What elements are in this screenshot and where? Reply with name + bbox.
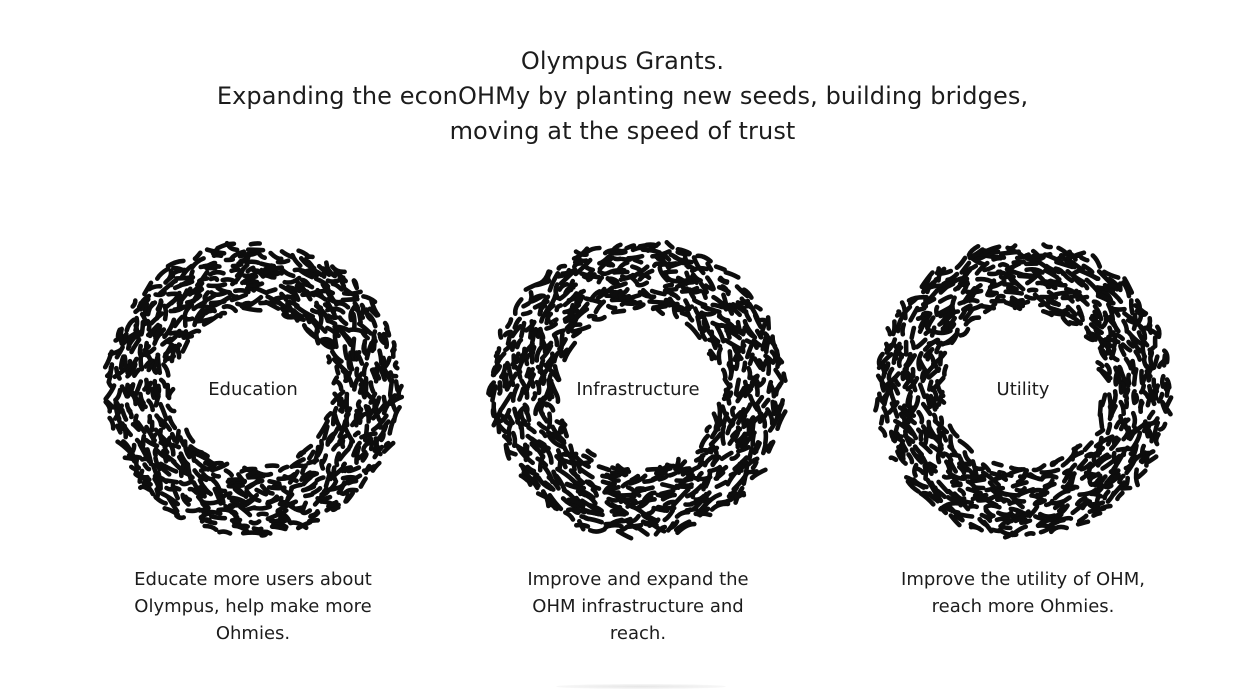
coral-pattern — [873, 242, 1174, 540]
grant-label-infrastructure: Infrastructure — [576, 378, 700, 400]
coral-pattern — [486, 240, 788, 541]
description-line: OHM infrastructure and — [532, 596, 744, 617]
grant-card-education[interactable]: Education Educate more users about Olymp… — [100, 236, 406, 644]
coral-ring-icon — [873, 242, 1174, 540]
coral-ring-icon — [102, 240, 405, 538]
hero-subtitle-line-2: moving at the speed of trust — [449, 117, 796, 145]
hero-subtitle-line-1: Expanding the econOHMy by planting new s… — [216, 82, 1029, 110]
description-line: Ohmies. — [215, 623, 291, 644]
grant-label-education: Education — [208, 378, 298, 400]
grant-ring-education: Education — [100, 236, 406, 542]
grant-description-infrastructure: Improve and expand the OHM infrastructur… — [465, 566, 811, 647]
coral-pattern — [102, 240, 405, 538]
description-line: reach. — [609, 623, 667, 644]
grant-card-infrastructure[interactable]: Infrastructure Improve and expand the OH… — [485, 236, 791, 644]
description-line: Improve the utility of OHM, — [901, 569, 1145, 590]
hero-title: Olympus Grants. — [520, 47, 725, 75]
description-line: Educate more users about — [134, 569, 372, 590]
grant-ring-utility: Utility — [870, 236, 1176, 542]
grant-description-utility: Improve the utility of OHM, reach more O… — [850, 566, 1196, 620]
hero-heading: Olympus Grants. Expanding the econOHMy b… — [0, 44, 1245, 149]
description-line: reach more Ohmies. — [931, 596, 1115, 617]
description-line: Improve and expand the — [527, 569, 749, 590]
grant-ring-infrastructure: Infrastructure — [485, 236, 791, 542]
grant-label-utility: Utility — [996, 378, 1050, 400]
grant-card-utility[interactable]: Utility Improve the utility of OHM, reac… — [870, 236, 1176, 617]
description-line: Olympus, help make more — [134, 596, 372, 617]
grant-description-education: Educate more users about Olympus, help m… — [80, 566, 426, 647]
scroll-shadow — [556, 684, 726, 689]
coral-ring-icon — [486, 240, 788, 541]
